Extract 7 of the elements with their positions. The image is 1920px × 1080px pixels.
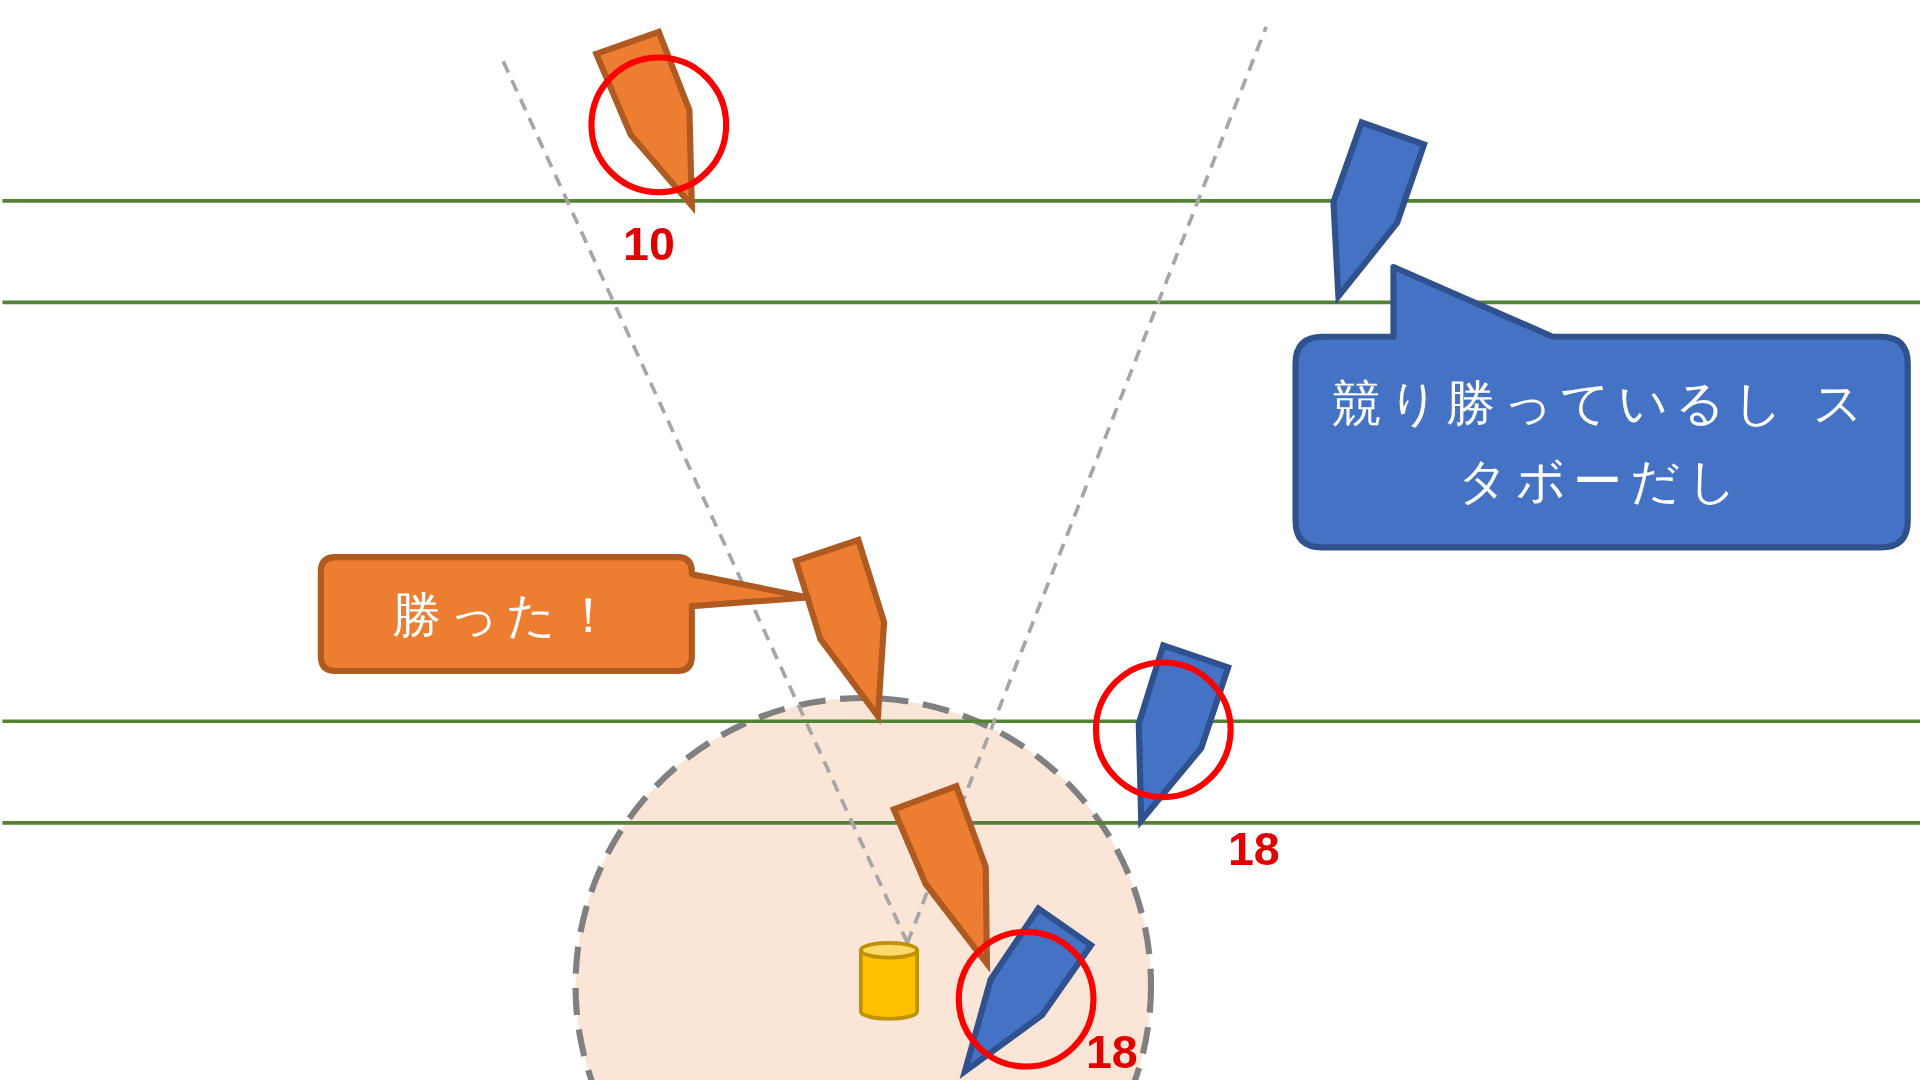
speech-bubble xyxy=(320,557,811,671)
speech-bubble xyxy=(1295,266,1908,548)
bubble-text: 勝った！ xyxy=(391,584,622,645)
bubble-text: 競り勝っているし スタボーだし xyxy=(1331,373,1872,512)
overlap-count-label: 18 xyxy=(1228,823,1280,877)
overlap-count-label: 18 xyxy=(1085,1026,1138,1080)
overlap-count-label: 10 xyxy=(623,218,675,272)
